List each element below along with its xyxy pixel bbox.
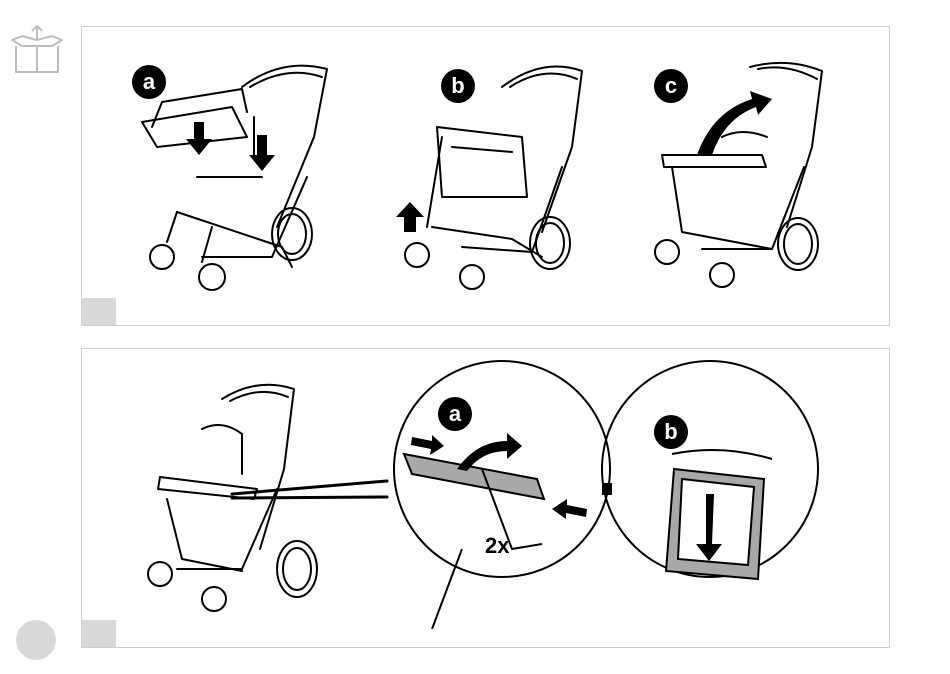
instruction-panel-1: a b c [81,26,890,326]
push-arrow-left [411,435,444,455]
step-badge-a: a [438,397,472,431]
step-badge-b: b [441,69,475,103]
stroller-illustration-a [142,66,327,290]
step-badge-c: c [654,69,688,103]
up-arrow-b [396,202,424,232]
panel-corner-tab [82,298,116,325]
separator-square [602,483,612,495]
push-arrow-right [552,499,587,519]
unbox-icon [8,24,66,76]
curved-arrow-a [457,433,522,471]
stroller-illustration-b [405,67,582,289]
down-arrow-a2 [249,135,275,171]
step-badge-a: a [132,65,166,99]
curved-arrow-c [697,91,772,155]
page-indicator-dot [16,620,56,660]
instruction-panel-2: a b 2x [81,348,890,648]
seat-pad-detail [666,450,772,579]
panel-2-illustrations [82,349,891,649]
step-badge-b: b [654,415,688,449]
panel-1-illustrations [82,27,891,327]
panel-1-arrows [186,91,772,232]
down-arrow-a1 [186,122,212,155]
repeat-count-label: 2x [485,533,509,559]
bumper-bar-detail [404,454,544,629]
panel-corner-tab [82,620,116,647]
